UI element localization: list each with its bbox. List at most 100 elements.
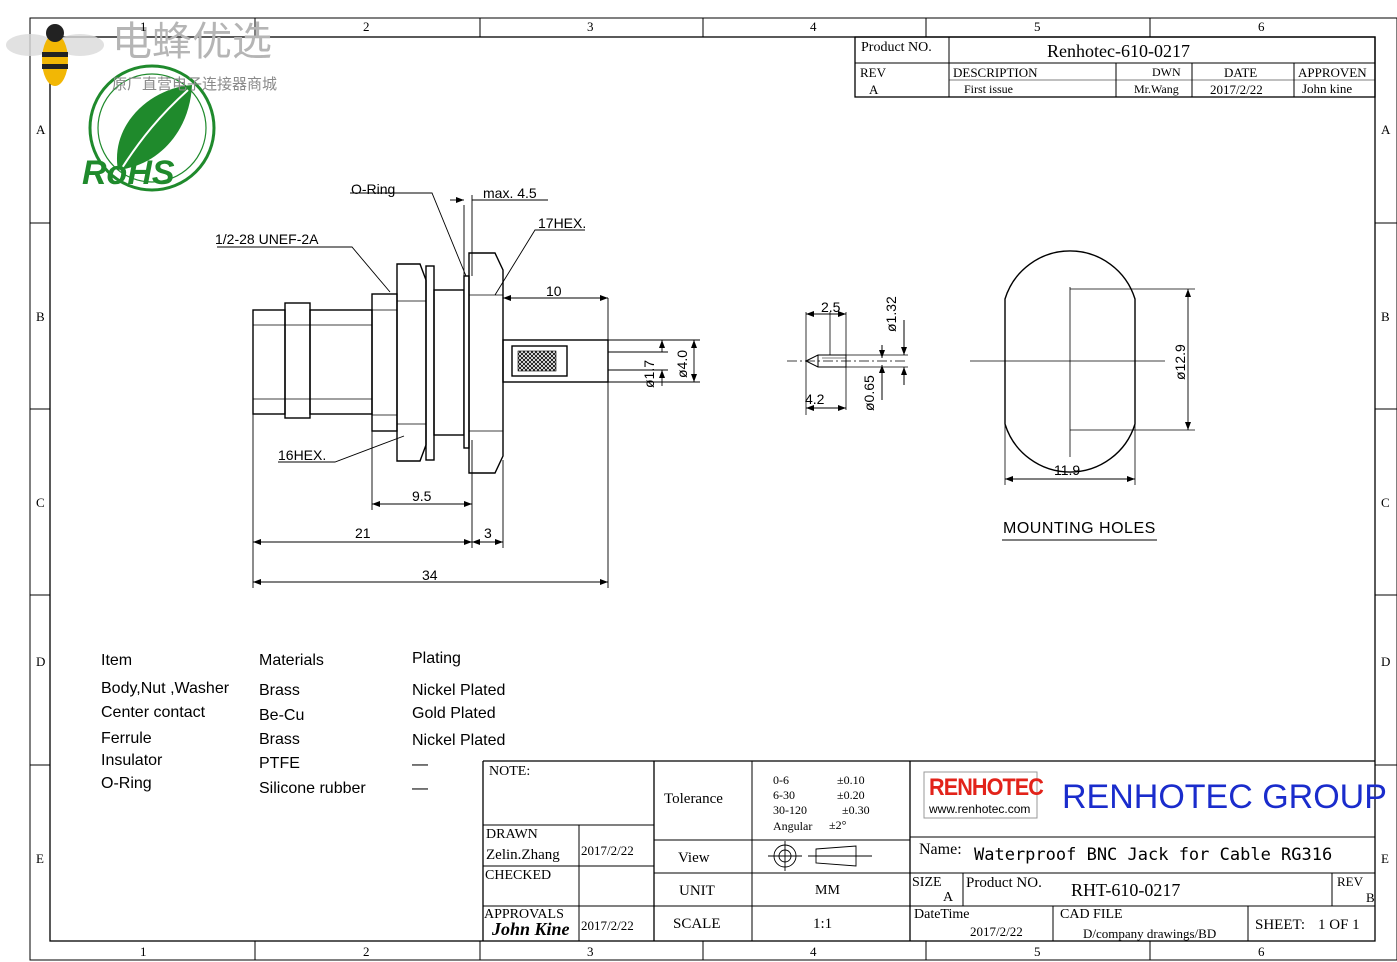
col-label: 3 bbox=[587, 944, 594, 959]
col-label: 2 bbox=[363, 944, 370, 959]
tolerance-label: Tolerance bbox=[664, 791, 723, 807]
renhotec-logo-url: www.renhotec.com bbox=[929, 802, 1031, 816]
rev-header-approven: APPROVEN bbox=[1298, 65, 1367, 80]
col-label: 1 bbox=[140, 19, 147, 34]
cad-file-value: D/company drawings/BD bbox=[1083, 926, 1217, 941]
tagline-watermark: 原厂直营电子连接器商城 bbox=[112, 76, 278, 93]
materials-plating: — bbox=[412, 780, 428, 797]
dim-dia-1-7: ø1.7 bbox=[641, 359, 657, 388]
row-label: A bbox=[36, 122, 46, 137]
row-label: D bbox=[1381, 654, 1391, 669]
col-label: 6 bbox=[1258, 944, 1265, 959]
scale-label: SCALE bbox=[673, 916, 721, 932]
title-block-grid bbox=[482, 760, 1375, 941]
title-rev-value: B bbox=[1366, 890, 1375, 905]
materials-item: Ferrule bbox=[101, 730, 152, 747]
title-product-no: RHT-610-0217 bbox=[1071, 880, 1181, 900]
col-label: 4 bbox=[810, 944, 817, 959]
dim-pin-1-32: ø1.32 bbox=[883, 296, 899, 332]
name-label: Name: bbox=[919, 841, 962, 858]
col-label: 5 bbox=[1034, 944, 1041, 959]
rohs-badge-icon bbox=[88, 64, 216, 192]
renhotec-logo-text: RENHOTEC bbox=[929, 774, 1044, 801]
dim-pin-2-5: 2.5 bbox=[821, 299, 841, 315]
note-label: NOTE: bbox=[489, 764, 531, 779]
title-rev-label: REV bbox=[1337, 874, 1363, 889]
tolerance-range: Angular bbox=[773, 819, 813, 833]
dimension-lines bbox=[217, 192, 700, 588]
tolerance-value: ±0.10 bbox=[837, 773, 865, 787]
dim-21: 21 bbox=[355, 525, 371, 541]
sheet-frame bbox=[29, 17, 1397, 961]
tolerance-range: 30-120 bbox=[773, 803, 807, 817]
dim-17hex: 17HEX. bbox=[538, 215, 587, 231]
materials-header-plating: Plating bbox=[412, 650, 461, 667]
rev-product-no: Renhotec-610-0217 bbox=[1047, 41, 1190, 61]
dim-pin-4-2: 4.2 bbox=[805, 391, 825, 407]
checked-label: CHECKED bbox=[485, 868, 552, 883]
dim-thread: 1/2-28 UNEF-2A bbox=[215, 231, 319, 247]
size-value: A bbox=[943, 890, 954, 905]
unit-value: MM bbox=[815, 883, 840, 898]
approvals-signature: John Kine bbox=[492, 919, 570, 939]
materials-item: O-Ring bbox=[101, 775, 152, 792]
datetime-value: 2017/2/22 bbox=[970, 924, 1023, 939]
rev-header-date: DATE bbox=[1224, 65, 1258, 80]
row-label: C bbox=[1381, 495, 1390, 510]
materials-material: PTFE bbox=[259, 755, 300, 772]
row-label: A bbox=[1381, 122, 1391, 137]
col-label: 5 bbox=[1034, 19, 1041, 34]
unit-label: UNIT bbox=[679, 883, 715, 899]
rev-row-description: First issue bbox=[964, 82, 1014, 96]
company-name: RENHOTEC GROUP bbox=[1062, 778, 1387, 816]
dim-9-5: 9.5 bbox=[412, 488, 432, 504]
tolerance-value: ±0.20 bbox=[837, 788, 865, 802]
dim-pin-0-65: ø0.65 bbox=[861, 375, 877, 411]
rev-row-rev: A bbox=[869, 82, 879, 97]
materials-plating: — bbox=[412, 756, 428, 773]
row-label: C bbox=[36, 495, 45, 510]
product-name: Waterproof BNC Jack for Cable RG316 bbox=[974, 845, 1333, 865]
tolerance-range: 0-6 bbox=[773, 773, 789, 787]
materials-material: Brass bbox=[259, 682, 300, 699]
dim-hole-12-9: ø12.9 bbox=[1172, 344, 1188, 380]
col-label: 4 bbox=[810, 19, 817, 34]
projection-symbol-icon bbox=[768, 841, 872, 871]
col-label: 6 bbox=[1258, 19, 1265, 34]
dim-max: max. 4.5 bbox=[483, 185, 537, 201]
materials-material: Brass bbox=[259, 731, 300, 748]
materials-plating: Nickel Plated bbox=[412, 682, 506, 699]
row-label: B bbox=[1381, 309, 1390, 324]
col-label: 1 bbox=[140, 944, 147, 959]
renhotec-logo-box bbox=[923, 771, 1038, 819]
rohs-text: RoHS bbox=[82, 154, 175, 192]
materials-plating: Nickel Plated bbox=[412, 732, 506, 749]
drawn-label: DRAWN bbox=[486, 827, 538, 842]
row-label: D bbox=[36, 654, 46, 669]
rev-header-dwn: DWN bbox=[1152, 65, 1181, 79]
col-label: 3 bbox=[587, 19, 594, 34]
rev-row-dwn: Mr.Wang bbox=[1134, 82, 1179, 96]
mounting-holes-label: MOUNTING HOLES bbox=[1003, 520, 1156, 537]
dim-34: 34 bbox=[422, 567, 438, 583]
view-label: View bbox=[678, 850, 710, 866]
dim-10: 10 bbox=[546, 283, 562, 299]
dim-o-ring: O-Ring bbox=[351, 181, 396, 197]
dim-16hex: 16HEX. bbox=[278, 447, 327, 463]
materials-header-item: Item bbox=[101, 652, 133, 669]
materials-plating: Gold Plated bbox=[412, 705, 496, 722]
rev-header-rev: REV bbox=[860, 65, 886, 80]
size-label: SIZE bbox=[912, 875, 942, 890]
revision-block-grid bbox=[854, 36, 1376, 98]
datetime-label: DateTime bbox=[914, 907, 970, 922]
materials-item: Insulator bbox=[101, 752, 163, 769]
rev-row-date: 2017/2/22 bbox=[1210, 82, 1263, 97]
scale-value: 1:1 bbox=[813, 916, 833, 932]
brand-watermark: 电蜂优选 bbox=[112, 20, 272, 64]
dim-3: 3 bbox=[484, 525, 492, 541]
row-label: E bbox=[1381, 851, 1389, 866]
sheet-value: 1 OF 1 bbox=[1318, 917, 1360, 933]
tolerance-value: ±0.30 bbox=[842, 803, 870, 817]
drawn-name: Zelin.Zhang bbox=[486, 847, 560, 863]
